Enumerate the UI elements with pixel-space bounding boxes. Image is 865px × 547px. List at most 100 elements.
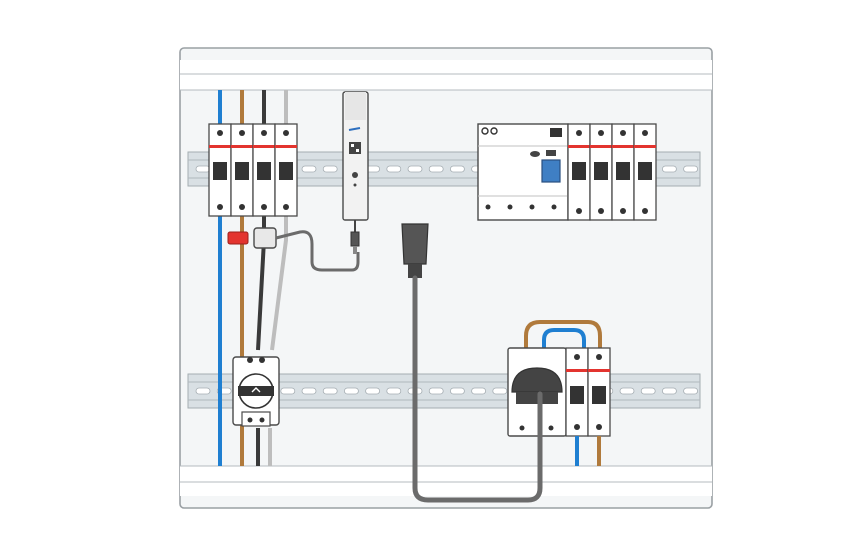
rail-slot [662, 165, 677, 173]
meter-qr-icon [349, 142, 361, 154]
rcd-mcb-pole[interactable] [611, 123, 635, 221]
socket-face [516, 392, 558, 404]
breaker-toggle[interactable] [279, 162, 293, 180]
isolator-handle[interactable] [238, 386, 274, 396]
enclosure-bottom-band [180, 466, 712, 496]
breaker-toggle[interactable] [257, 162, 271, 180]
breaker-terminal-bottom [574, 424, 580, 430]
breaker-terminal-top [596, 354, 602, 360]
isolator-screw-1 [247, 357, 253, 363]
jack-icon [350, 231, 360, 247]
breaker-toggle[interactable] [594, 162, 608, 180]
rcd-term-4 [551, 204, 557, 210]
breaker-terminal-top [576, 130, 582, 136]
plug-neck [408, 264, 422, 278]
breaker-terminal-top [574, 354, 580, 360]
main-breaker[interactable] [208, 123, 298, 217]
breaker-trip-stripe [231, 145, 253, 148]
rcd-label [546, 150, 556, 156]
rail-slot [471, 387, 487, 395]
socket-breaker-pole[interactable] [587, 347, 611, 437]
power-plug[interactable] [401, 223, 543, 503]
breaker-terminal-bottom [596, 424, 602, 430]
breaker-terminal-bottom [261, 204, 267, 210]
rcd-mcbs[interactable] [567, 123, 657, 221]
breaker-terminal-bottom [598, 208, 604, 214]
breaker-trip-stripe [634, 145, 656, 148]
socket-out-wires [575, 436, 601, 466]
breaker-trip-stripe [275, 145, 297, 148]
breaker-trip-stripe [590, 145, 612, 148]
meter-indicator-icon [353, 183, 357, 187]
rail-slot [343, 387, 359, 395]
rail-slot [301, 387, 317, 395]
main-breaker-pole[interactable] [230, 123, 254, 217]
breaker-terminal-top [620, 130, 626, 136]
breaker-trip-stripe [566, 369, 588, 372]
rail-slot [322, 387, 338, 395]
breaker-toggle[interactable] [213, 162, 227, 180]
socket-breaker[interactable] [565, 347, 611, 437]
rail-slot [640, 387, 656, 395]
meter-qr-dot-2 [356, 149, 359, 152]
socket-term-1 [519, 425, 525, 431]
rail-slot [449, 165, 465, 173]
rcd-term-2 [507, 204, 513, 210]
rail-slot [683, 165, 698, 173]
breaker-trip-stripe [253, 145, 275, 148]
socket-breaker-pole[interactable] [565, 347, 589, 437]
isolator-term-1 [247, 417, 253, 423]
rail-slot [662, 387, 677, 395]
breaker-terminal-top [239, 130, 245, 136]
rail-slot [492, 387, 508, 395]
rail-slot [428, 387, 444, 395]
din-socket[interactable] [507, 347, 567, 437]
rcd-screw-1 [481, 127, 489, 135]
test-button[interactable] [541, 159, 561, 183]
rail-slot [301, 165, 317, 173]
breaker-terminal-top [261, 130, 267, 136]
breaker-toggle[interactable] [616, 162, 630, 180]
breaker-terminal-bottom [642, 208, 648, 214]
enclosure-top-band [180, 60, 712, 90]
breaker-terminal-bottom [576, 208, 582, 214]
rcd-mcb-pole[interactable] [589, 123, 613, 221]
breaker-trip-stripe [588, 369, 610, 372]
isolator-screw-2 [259, 357, 265, 363]
clamp-body [227, 231, 249, 245]
clamp-housing [253, 227, 277, 249]
main-breaker-pole[interactable] [252, 123, 276, 217]
rail-slot [322, 165, 338, 173]
rcd-indicator [550, 128, 562, 137]
socket-loop [524, 320, 602, 352]
main-breaker-pole[interactable] [274, 123, 298, 217]
breaker-toggle[interactable] [235, 162, 249, 180]
rail-slot [683, 387, 698, 395]
energy-meter[interactable] [342, 91, 369, 254]
plug-cable [412, 275, 543, 503]
sensor-cable [275, 230, 360, 272]
rail-slot [428, 165, 444, 173]
rail-slot [280, 387, 296, 395]
breaker-toggle[interactable] [638, 162, 652, 180]
rcd-block[interactable] [477, 123, 569, 221]
breaker-toggle[interactable] [570, 386, 584, 404]
socket-term-2 [548, 425, 554, 431]
rail-slot [407, 165, 423, 173]
main-breaker-pole[interactable] [208, 123, 232, 217]
meter-led-icon [352, 172, 358, 178]
supply-wires [218, 90, 288, 125]
rcd-led [530, 151, 540, 157]
breaker-toggle[interactable] [572, 162, 586, 180]
isolator-switch[interactable] [232, 356, 280, 427]
rcd-mcb-pole[interactable] [567, 123, 591, 221]
breaker-terminal-top [283, 130, 289, 136]
isolator-base [241, 411, 271, 427]
breaker-toggle[interactable] [592, 386, 606, 404]
breaker-terminal-bottom [283, 204, 289, 210]
breaker-trip-stripe [568, 145, 590, 148]
rcd-mcb-pole[interactable] [633, 123, 657, 221]
breaker-trip-stripe [209, 145, 231, 148]
